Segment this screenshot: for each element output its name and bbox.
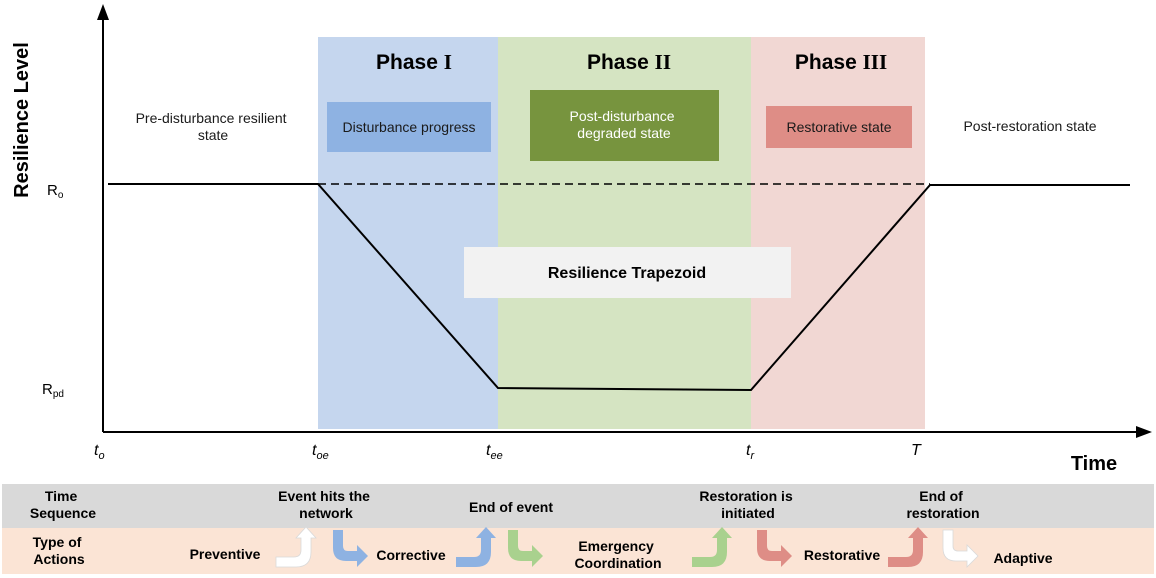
action-corrective: Corrective [376,547,445,563]
up-turn-arrow-icon [275,526,317,568]
disturbance-progress-box [327,102,491,152]
trapezoid-label: Resilience Trapezoid [548,265,706,282]
post-restoration-label: Post-restoration state [963,118,1096,134]
time-sequence-row [2,484,1154,528]
phase-2-title: Phase II [587,50,671,74]
degraded-state-label: Post-disturbance degraded state [570,108,679,141]
event-hits-network: Event hits the network [278,488,374,521]
tick-T: T [911,442,922,459]
y-axis-label: Resilience Level [11,42,33,198]
tick-t-o: to [94,442,105,462]
time-sequence-header: Time Sequence [30,488,96,521]
pre-disturbance-label: Pre-disturbance resilient state [136,110,291,143]
event-restoration-initiated: Restoration is initiated [699,488,796,521]
phase-3-band [751,37,925,429]
trapezoid-label-box [464,247,791,298]
tick-t-r: tr [746,442,755,462]
resilience-curve [108,183,1130,392]
x-axis-label: Time [1071,453,1117,475]
phase-1-band [318,37,498,429]
restorative-state-box [766,106,912,148]
phase-1-title: Phase I [376,50,452,74]
disturbance-progress-label: Disturbance progress [342,119,475,135]
action-restorative: Restorative [804,547,880,563]
action-preventive: Preventive [190,546,261,562]
down-turn-arrow-icon [757,530,792,567]
down-turn-arrow-icon [508,530,543,567]
type-of-actions-header: Type of Actions [33,534,86,567]
event-end-of-event: End of event [469,499,553,515]
up-turn-arrow-icon [692,527,732,567]
ro-level-label: Ro [47,182,64,201]
rpd-level-label: Rpd [42,381,64,400]
event-end-of-restoration: End of restoration [906,488,979,521]
tick-t-oe: toe [312,442,329,462]
action-emergency-coordination: Emergency Coordination [574,538,661,571]
down-turn-arrow-icon [942,529,979,568]
tick-t-ee: tee [486,442,503,462]
phase-3-title: Phase III [795,50,887,74]
restorative-state-label: Restorative state [786,119,891,135]
up-turn-arrow-icon [888,527,928,567]
up-turn-arrow-icon [456,527,496,567]
degraded-state-box [530,90,719,161]
y-axis-arrowhead [97,4,109,20]
action-adaptive: Adaptive [993,550,1052,566]
down-turn-arrow-icon [333,530,368,567]
x-axis-arrowhead [1136,426,1152,438]
